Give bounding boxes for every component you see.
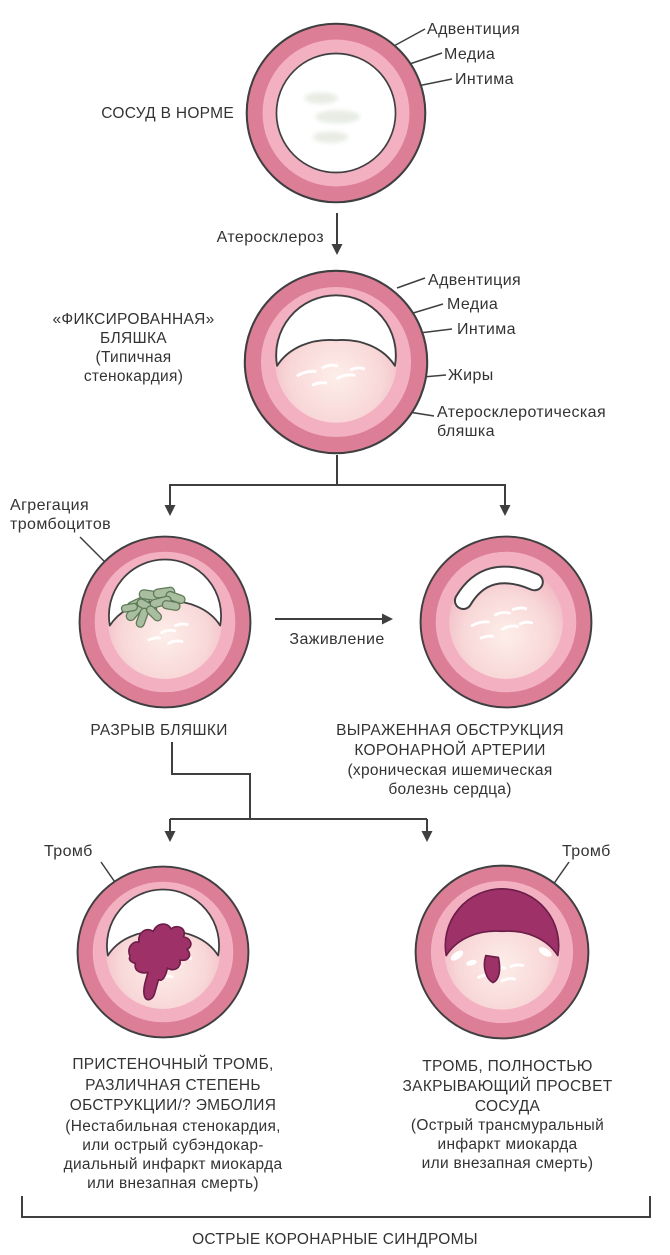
- plaque-rupture-vessel-illustration: [78, 535, 252, 709]
- normal-vessel-illustration: [245, 22, 427, 204]
- mural-thrombus-caption: ПРИСТЕНОЧНЫЙ ТРОМБ, РАЗЛИЧНАЯ СТЕПЕНЬ ОБ…: [69, 1056, 277, 1114]
- plaque-streaks: [147, 622, 189, 645]
- leader-adventitia-2: [396, 277, 426, 289]
- acs-bracket: [21, 1196, 651, 1218]
- print-bleed-artifact: [304, 92, 361, 143]
- media-label-2: Медиа: [447, 296, 499, 313]
- residual-lumen: [453, 565, 544, 610]
- acute-coronary-syndromes-title: ОСТРЫЕ КОРОНАРНЫЕ СИНДРОМЫ: [192, 1231, 478, 1248]
- severe-obstruction-caption: ВЫРАЖЕННАЯ ОБСТРУКЦИЯ КОРОНАРНОЙ АРТЕРИИ: [336, 722, 564, 759]
- intima-label-2: Интима: [457, 321, 516, 338]
- lumen-slivers: [450, 947, 552, 966]
- thrombus-protrusion: [483, 954, 501, 984]
- intima-label-1: Интима: [455, 71, 514, 88]
- thrombus-label-left: Тромб: [44, 843, 93, 860]
- occlusive-thrombus-subcaption: (Острый трансмуральный инфаркт миокарда …: [410, 1117, 605, 1172]
- fixed-plaque-caption: «ФИКСИРОВАННАЯ» БЛЯШКА (Типичная стенока…: [52, 311, 215, 385]
- branch-rupture-connector: [170, 742, 427, 820]
- fats-label: Жиры: [448, 367, 494, 384]
- plaque-streaks: [296, 363, 366, 387]
- media-label-1: Медиа: [444, 46, 496, 63]
- adventitia-label-2: Адвентиция: [428, 272, 522, 289]
- mural-thrombus-vessel-illustration: [76, 865, 250, 1039]
- healing-arrow-label: Заживление: [289, 631, 385, 648]
- mural-thrombus-subcaption: (Нестабильная стенокардия, или острый су…: [63, 1118, 283, 1192]
- fixed-plaque-vessel-illustration: [243, 269, 429, 455]
- leader-adventitia-1: [391, 28, 426, 48]
- platelet-aggregation-label: Агрегация тромбоцитов: [10, 497, 112, 533]
- plaque-streaks: [470, 606, 534, 640]
- occlusive-thrombus-vessel-illustration: [414, 864, 590, 1040]
- normal-vessel-caption: СОСУД В НОРМЕ: [101, 105, 234, 122]
- plaque-rupture-caption: РАЗРЫВ БЛЯШКИ: [90, 722, 228, 739]
- severe-obstruction-subcaption: (хроническая ишемическая болезнь сердца): [347, 762, 553, 798]
- thrombus-label-right: Тромб: [562, 843, 611, 860]
- branch-plaque-connector: [170, 455, 505, 486]
- adventitia-label-1: Адвентиция: [427, 21, 521, 38]
- mural-thrombus: [128, 923, 192, 1001]
- occlusive-thrombus-caption: ТРОМБ, ПОЛНОСТЬЮ ЗАКРЫВАЮЩИЙ ПРОСВЕТ СОС…: [402, 1058, 613, 1115]
- atherosclerosis-arrow-label: Атеросклероз: [216, 229, 324, 246]
- severe-obstruction-vessel-illustration: [419, 535, 593, 709]
- platelet-aggregate: [120, 586, 186, 628]
- atherosclerotic-plaque-label: Атеросклеротическая бляшка: [437, 404, 607, 440]
